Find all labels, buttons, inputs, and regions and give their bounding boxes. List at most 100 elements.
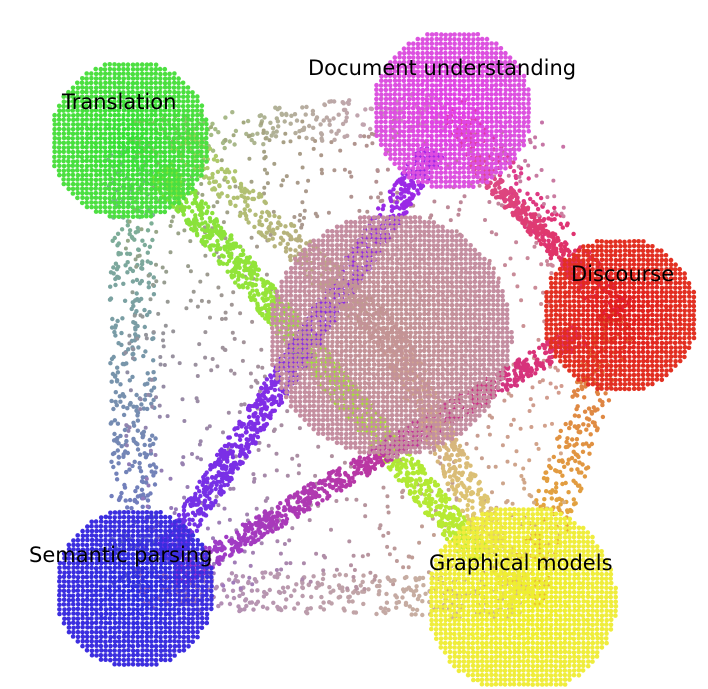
point-marker (118, 382, 123, 387)
point-marker (543, 470, 548, 475)
point-marker (552, 210, 557, 214)
point-marker (179, 207, 185, 213)
point-marker (168, 224, 173, 228)
point-marker (130, 352, 135, 357)
point-marker (282, 119, 287, 124)
point-marker (232, 336, 237, 341)
point-marker (285, 473, 290, 478)
point-marker (111, 406, 116, 412)
point-marker (223, 138, 228, 143)
point-marker (172, 511, 177, 515)
point-marker (119, 342, 124, 348)
point-marker (223, 316, 228, 321)
point-marker (231, 595, 237, 601)
point-marker (560, 473, 565, 478)
point-marker (586, 406, 592, 411)
point-marker (288, 121, 293, 126)
point-marker (134, 264, 139, 269)
point-marker (254, 427, 259, 432)
point-marker (139, 227, 144, 232)
point-marker (576, 424, 581, 429)
point-marker (142, 242, 147, 248)
point-marker (245, 512, 250, 517)
point-marker (455, 507, 460, 512)
point-marker (255, 306, 260, 311)
point-marker (351, 575, 356, 579)
point-marker (248, 563, 253, 568)
point-marker (405, 479, 410, 485)
point-marker (385, 544, 390, 549)
point-marker (577, 488, 583, 494)
point-marker (523, 158, 528, 163)
point-marker (527, 350, 532, 355)
point-marker (141, 433, 146, 438)
point-marker (108, 296, 114, 301)
point-marker (135, 254, 140, 259)
point-marker (500, 443, 505, 448)
point-marker (254, 288, 259, 293)
point-marker (513, 173, 518, 179)
point-marker (288, 593, 294, 599)
point-marker (319, 153, 324, 158)
point-marker (115, 448, 121, 453)
point-marker (222, 448, 227, 454)
point-marker (130, 290, 135, 295)
point-marker (496, 276, 501, 281)
point-marker (558, 428, 563, 434)
point-marker (418, 463, 423, 469)
point-marker (176, 512, 182, 518)
point-marker (342, 460, 347, 465)
point-marker (386, 531, 391, 535)
point-marker (263, 570, 268, 575)
point-marker (203, 513, 208, 518)
point-marker (146, 285, 151, 290)
point-marker (446, 487, 451, 492)
point-marker (142, 324, 147, 330)
point-marker (161, 338, 165, 343)
point-marker (250, 582, 255, 587)
point-marker (304, 189, 308, 194)
point-marker (125, 450, 130, 456)
point-marker (131, 303, 136, 309)
point-marker (431, 533, 436, 537)
point-marker (279, 567, 284, 572)
point-marker (226, 577, 232, 582)
point-marker (194, 497, 199, 502)
point-marker (561, 144, 566, 149)
point-marker (274, 568, 279, 572)
point-marker (329, 140, 334, 145)
point-marker (347, 594, 352, 599)
point-marker (428, 450, 433, 455)
point-marker (570, 437, 575, 442)
point-marker (277, 590, 283, 595)
point-marker (600, 414, 606, 420)
point-marker (311, 146, 316, 151)
point-marker (143, 425, 148, 430)
point-marker (332, 573, 337, 578)
point-marker (195, 485, 200, 490)
point-marker (307, 123, 312, 129)
point-marker (545, 209, 550, 214)
point-marker (276, 124, 281, 129)
point-marker (319, 486, 325, 491)
point-marker (109, 379, 114, 384)
point-marker (158, 355, 163, 359)
point-marker (401, 589, 407, 594)
point-marker (368, 126, 373, 132)
point-marker (534, 442, 539, 446)
point-marker (552, 205, 557, 211)
point-marker (327, 122, 332, 128)
point-marker (197, 342, 202, 347)
point-marker (214, 482, 219, 487)
point-marker (541, 476, 547, 481)
point-marker (457, 513, 463, 518)
point-marker (151, 370, 156, 375)
point-marker (163, 323, 168, 328)
point-marker (530, 385, 535, 390)
point-marker (142, 307, 147, 313)
point-marker (300, 127, 305, 133)
point-marker (533, 285, 538, 290)
point-marker (138, 397, 143, 402)
point-marker (390, 192, 396, 197)
point-marker (111, 354, 116, 360)
